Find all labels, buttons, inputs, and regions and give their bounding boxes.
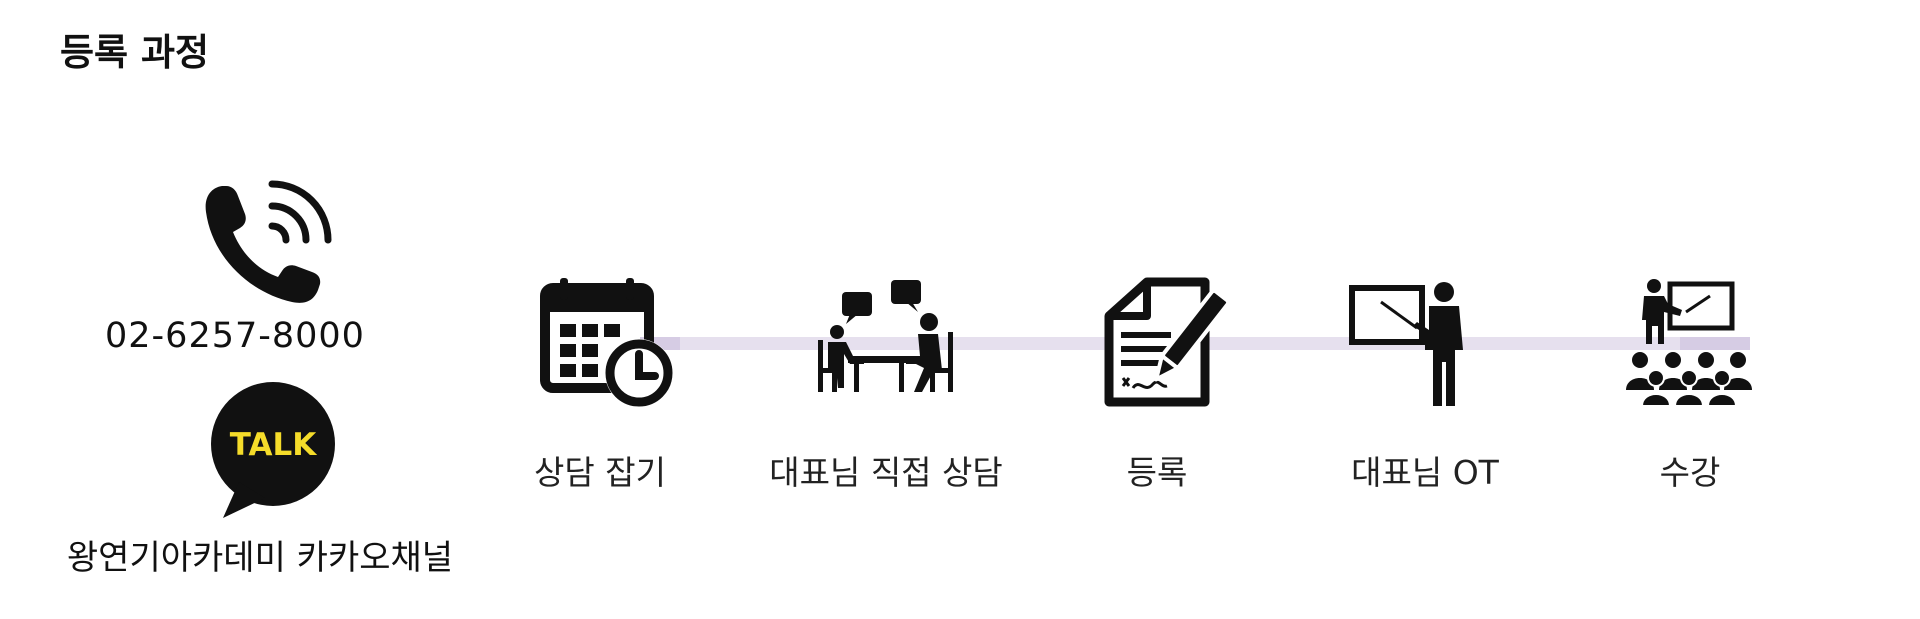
step-label: 등록 bbox=[1126, 453, 1188, 492]
step-label: 대표님 직접 상담 bbox=[769, 453, 1003, 492]
contact-section: 02-6257-8000 TALK 왕연기아카데미 카카오채널 bbox=[60, 170, 460, 590]
step-director-orientation[interactable]: 대표님 OT bbox=[1305, 270, 1545, 510]
calendar-clock-icon bbox=[540, 278, 673, 407]
phone-ringing-icon[interactable] bbox=[200, 174, 340, 314]
phone-number[interactable]: 02-6257-8000 bbox=[105, 316, 365, 356]
step-label: 상담 잡기 bbox=[534, 453, 666, 492]
consultation-meeting-icon bbox=[818, 280, 953, 392]
step-label: 대표님 OT bbox=[1351, 453, 1499, 492]
step-attend-class[interactable]: 수강 bbox=[1570, 270, 1810, 510]
step-director-consultation[interactable]: 대표님 직접 상담 bbox=[766, 270, 1006, 510]
classroom-audience-icon bbox=[1626, 279, 1752, 407]
step-consult-booking[interactable]: 상담 잡기 bbox=[480, 270, 720, 510]
document-signing-icon bbox=[1104, 277, 1231, 407]
step-registration[interactable]: 등록 bbox=[1037, 270, 1277, 510]
kakao-badge-text: TALK bbox=[230, 427, 317, 463]
page-title: 등록 과정 bbox=[60, 31, 210, 74]
presenter-board-icon bbox=[1349, 282, 1463, 406]
kakao-talk-icon[interactable]: TALK bbox=[205, 382, 340, 520]
step-label: 수강 bbox=[1659, 453, 1721, 492]
kakao-channel-label[interactable]: 왕연기아카데미 카카오채널 bbox=[66, 538, 454, 578]
